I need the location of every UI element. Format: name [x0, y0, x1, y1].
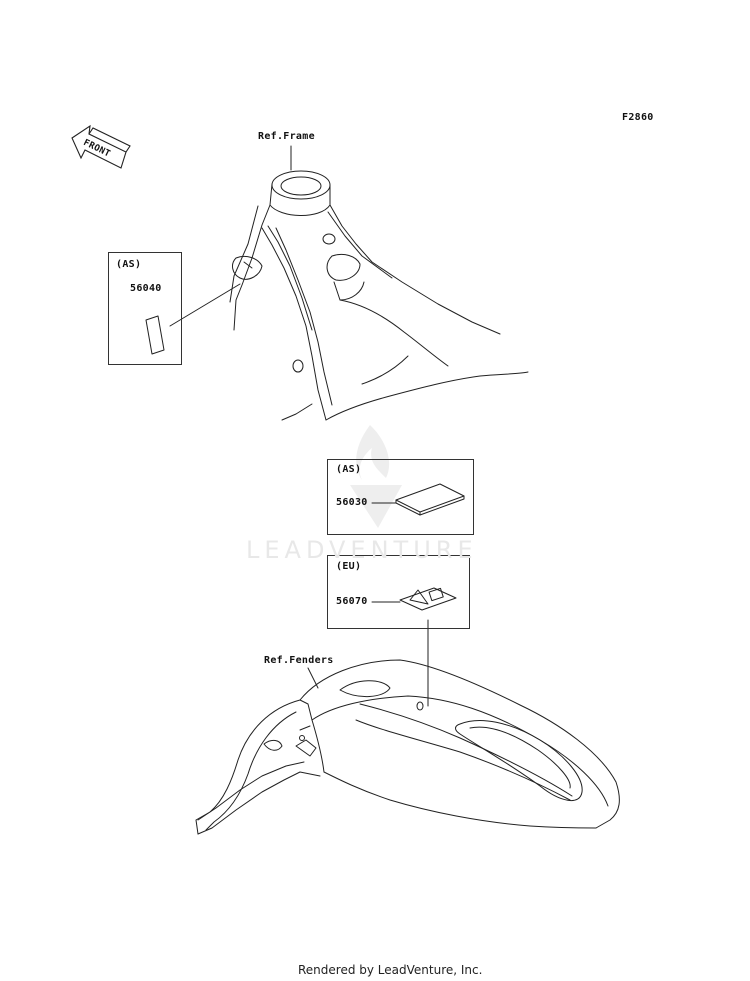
label-56040-drawing	[145, 315, 165, 355]
footer-credit: Rendered by LeadVenture, Inc.	[298, 963, 483, 977]
part-number-56030[interactable]: 56030	[336, 497, 368, 508]
watermark-logo	[350, 425, 402, 528]
callout-box-56030	[327, 459, 474, 535]
callout-region-56030: (AS)	[336, 464, 362, 475]
watermark-text: LEADVENTURE	[246, 536, 478, 564]
figure-code: F2860	[622, 112, 654, 123]
fender-drawing	[195, 659, 620, 835]
front-arrow-icon	[71, 124, 131, 169]
ref-fenders-label: Ref.Fenders	[264, 655, 334, 666]
label-56030-drawing	[395, 483, 465, 516]
ref-frame-label: Ref.Frame	[258, 131, 315, 142]
callout-region-56040: (AS)	[116, 259, 142, 270]
part-number-56070[interactable]: 56070	[336, 596, 368, 607]
callout-box-56040	[108, 252, 182, 365]
callout-region-56070: (EU)	[336, 561, 362, 572]
frame-drawing	[229, 145, 529, 421]
part-number-56040[interactable]: 56040	[130, 283, 162, 294]
callout-box-56070	[327, 555, 470, 629]
label-56070-drawing	[399, 587, 457, 611]
